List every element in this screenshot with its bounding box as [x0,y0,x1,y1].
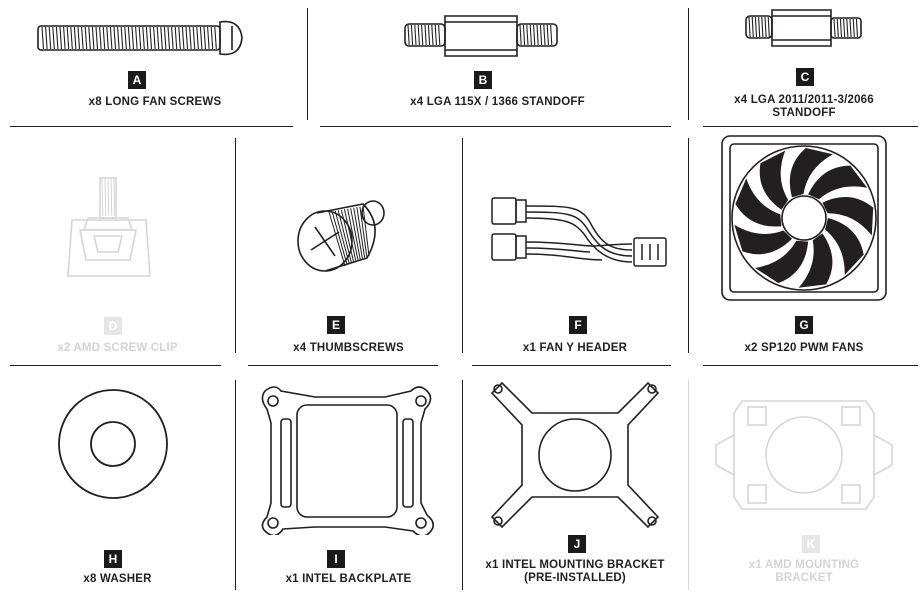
amd-screw-clip-icon [67,177,151,277]
part-label-line: x1 AMD MOUNTING [748,559,860,571]
part-k: K x1 AMD MOUNTING BRACKET [688,365,920,603]
part-e: E x4 THUMBSCREWS [235,126,462,365]
part-letter: D [104,317,122,335]
part-label-line: (PRE-INSTALLED) [524,572,626,584]
part-b: B x4 LGA 115X / 1366 STANDOFF [307,0,688,126]
part-label: x1 AMD MOUNTING BRACKET [698,559,910,585]
part-g: G x2 SP120 PWM FANS [688,126,920,365]
washer-icon [58,389,168,499]
part-f: F x1 FAN Y HEADER [462,126,688,365]
part-label: x4 LGA 115X / 1366 STANDOFF [410,96,585,108]
part-label: x8 WASHER [83,573,152,585]
divider [703,365,918,366]
divider [307,8,308,120]
part-c: C x4 LGA 2011/2011-3/2066 STANDOFF [688,0,920,126]
part-label: x8 LONG FAN SCREWS [88,96,222,108]
part-label: x2 SP120 PWM FANS [744,342,864,354]
part-label: x4 THUMBSCREWS [293,342,404,354]
part-label-line: STANDOFF [772,107,836,119]
part-letter: J [568,535,586,553]
part-label-line: x1 INTEL MOUNTING BRACKET [485,559,665,571]
part-letter: E [327,316,345,334]
part-letter: G [795,316,813,334]
part-label: x2 AMD SCREW CLIP [57,342,178,354]
part-letter: H [104,550,122,568]
fan-y-header-icon [491,197,667,267]
part-letter: A [128,71,146,89]
lga-2011-standoff-icon [745,9,862,47]
divider [235,380,236,590]
part-i: I x1 INTEL BACKPLATE [235,365,462,603]
divider [703,126,918,127]
intel-mounting-bracket-icon [490,381,660,529]
part-letter: K [802,535,820,553]
lga-115x-standoff-icon [404,15,558,57]
part-j: J x1 INTEL MOUNTING BRACKET (PRE-INSTALL… [462,365,688,603]
part-label: x1 INTEL MOUNTING BRACKET (PRE-INSTALLED… [468,559,682,585]
part-letter: C [796,68,814,86]
part-h: H x8 WASHER [0,365,235,603]
divider [248,365,438,366]
part-label: x1 FAN Y HEADER [522,342,628,354]
divider [472,365,671,366]
part-letter: B [474,71,492,89]
divider [10,365,221,366]
part-label: x1 INTEL BACKPLATE [285,573,412,585]
long-fan-screw-icon [37,20,243,56]
part-d: D x2 AMD SCREW CLIP [0,126,235,365]
part-label-line: x4 LGA 2011/2011-3/2066 [734,94,874,106]
fan-icon [721,135,887,301]
thumbscrew-icon [297,200,385,272]
part-label-line: BRACKET [775,572,833,584]
divider [462,138,463,353]
divider [235,138,236,353]
amd-mounting-bracket-icon [715,400,893,510]
part-a: A x8 LONG FAN SCREWS [0,0,307,126]
part-label: x4 LGA 2011/2011-3/2066 STANDOFF [698,94,910,120]
part-letter: F [569,316,587,334]
divider [462,380,463,590]
divider [688,138,689,353]
intel-backplate-icon [261,386,435,535]
divider [10,126,293,127]
divider [688,8,689,120]
divider [320,126,671,127]
divider [688,380,689,590]
part-letter: I [327,550,345,568]
